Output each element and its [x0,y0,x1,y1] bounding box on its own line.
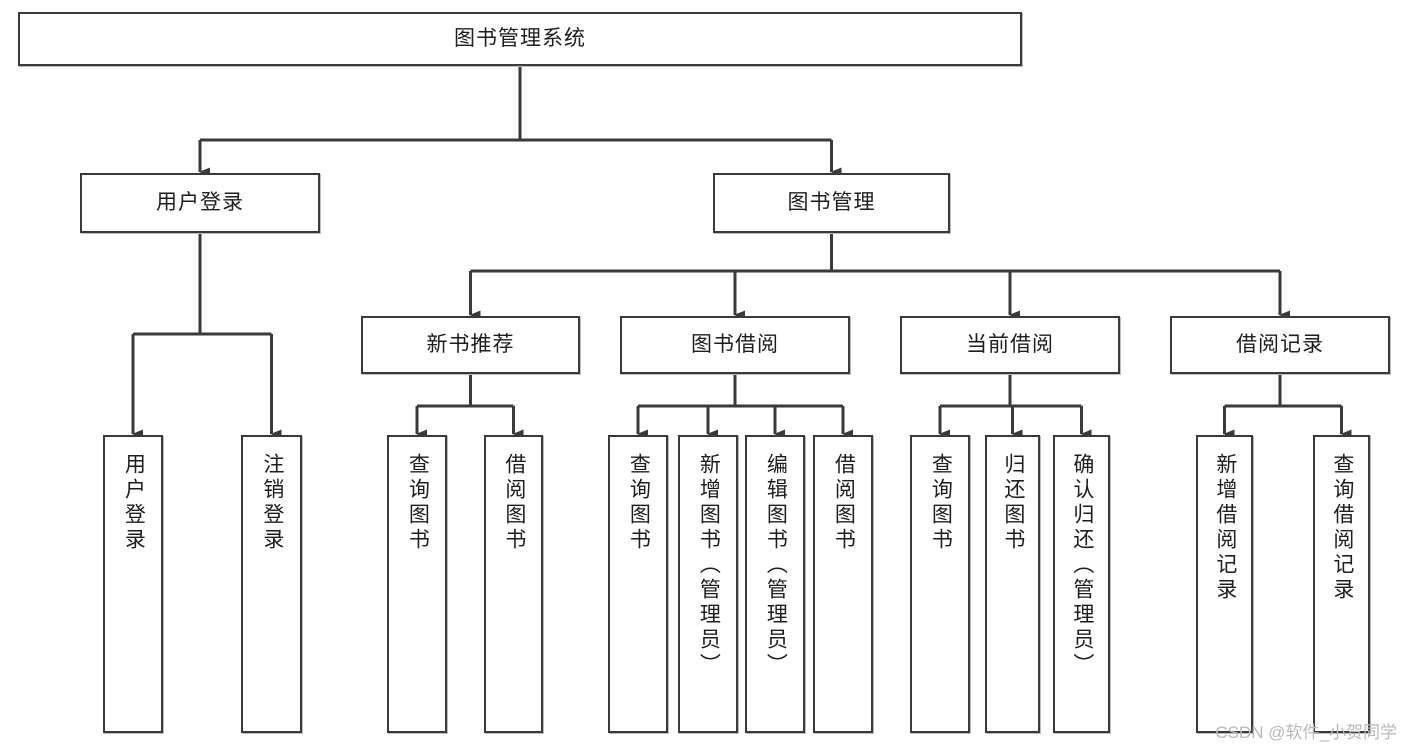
node-label: 用户登录 [156,190,244,214]
node-l_addbook[interactable]: 新增图书（管理员） [678,435,738,733]
node-current[interactable]: 当前借阅 [900,316,1120,374]
node-label: 用户登录 [122,453,146,553]
node-root[interactable]: 图书管理系统 [18,12,1022,66]
node-label: 查询图书 [929,453,953,553]
node-label: 新书推荐 [426,332,515,356]
node-l_bbook2[interactable]: 借阅图书 [813,435,873,733]
node-l_qrec[interactable]: 查询借阅记录 [1313,435,1370,733]
node-label: 图书管理 [787,190,876,214]
node-l_logout[interactable]: 注销登录 [241,435,302,733]
node-label: 借阅图书 [832,453,856,553]
node-label: 图书管理系统 [454,26,586,50]
node-l_bbook1[interactable]: 借阅图书 [484,435,543,733]
node-label: 编辑图书（管理员） [764,453,788,678]
node-label: 查询图书 [406,453,430,553]
node-label: 注销登录 [260,453,284,553]
node-newbook[interactable]: 新书推荐 [361,316,580,374]
node-label: 归还图书 [1001,453,1025,553]
node-label: 图书借阅 [691,332,779,356]
node-label: 新增图书（管理员） [697,453,721,678]
node-bookmgmt[interactable]: 图书管理 [713,173,950,233]
node-login[interactable]: 用户登录 [80,173,320,233]
node-label: 借阅记录 [1236,332,1324,356]
node-l_addrec[interactable]: 新增借阅记录 [1196,435,1253,733]
node-label: 借阅图书 [502,453,526,553]
node-borrow[interactable]: 图书借阅 [620,316,850,374]
node-label: 确认归还（管理员） [1070,453,1094,678]
node-records[interactable]: 借阅记录 [1170,316,1390,374]
node-l_editbook[interactable]: 编辑图书（管理员） [745,435,805,733]
node-l_qbook3[interactable]: 查询图书 [910,435,970,733]
node-l_qbook1[interactable]: 查询图书 [387,435,447,733]
node-l_confirm[interactable]: 确认归还（管理员） [1053,435,1110,733]
tree-connectors [131,66,1352,439]
node-label: 当前借阅 [966,332,1054,356]
node-label: 查询图书 [627,453,651,553]
node-label: 新增借阅记录 [1213,453,1237,603]
node-l_return[interactable]: 归还图书 [985,435,1040,733]
node-l_login[interactable]: 用户登录 [103,435,163,733]
node-l_qbook2[interactable]: 查询图书 [608,435,668,733]
node-label: 查询借阅记录 [1330,453,1354,603]
